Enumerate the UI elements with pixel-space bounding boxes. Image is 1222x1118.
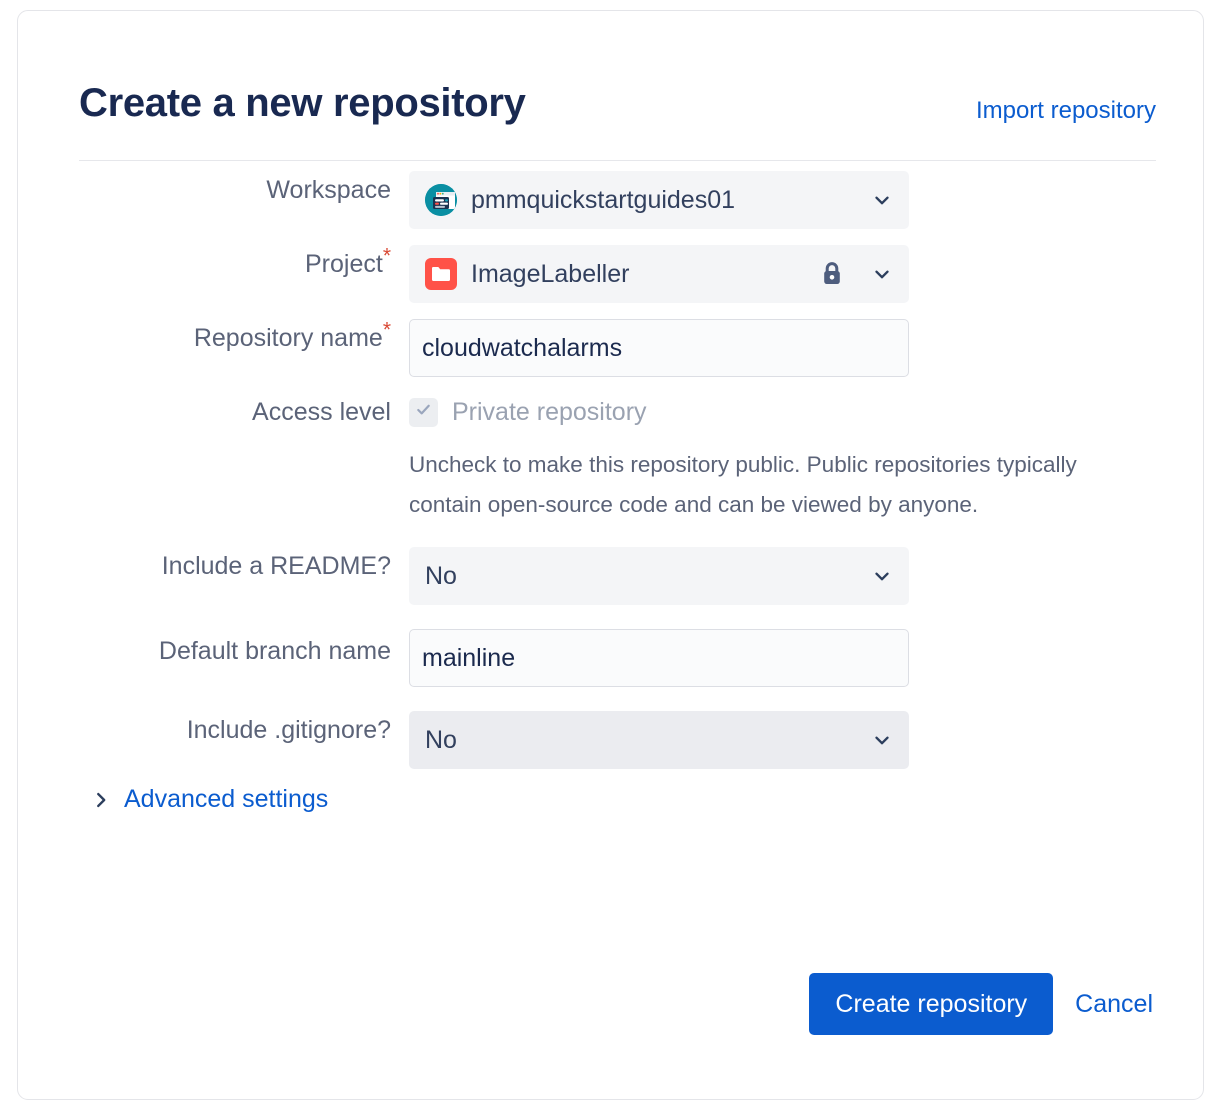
include-readme-label: Include a README?: [161, 552, 391, 580]
chevron-down-icon: [871, 263, 893, 285]
access-level-row: Access level Private repository Uncheck …: [18, 393, 1203, 525]
project-label-text: Project: [305, 250, 383, 278]
workspace-row: Workspace: [18, 171, 1203, 229]
cancel-button[interactable]: Cancel: [1075, 989, 1153, 1018]
default-branch-label: Default branch name: [158, 637, 391, 665]
repository-name-required-marker: *: [382, 318, 391, 342]
workspace-label: Workspace: [266, 176, 391, 204]
workspace-select[interactable]: pmmquickstartguides01: [409, 171, 909, 229]
project-required-marker: *: [382, 244, 391, 268]
lock-icon: [819, 260, 845, 288]
card-header: Create a new repository Import repositor…: [79, 71, 1156, 161]
include-readme-value: No: [425, 561, 457, 590]
repository-name-input[interactable]: cloudwatchalarms: [409, 319, 909, 377]
private-repository-checkbox-wrap[interactable]: Private repository: [409, 393, 1109, 431]
advanced-settings-label: Advanced settings: [124, 785, 329, 813]
private-repository-checkbox[interactable]: [409, 397, 438, 427]
repository-name-label: Repository name*: [18, 319, 409, 357]
create-repository-card: Create a new repository Import repositor…: [17, 10, 1204, 1100]
repository-name-row: Repository name* cloudwatchalarms: [18, 319, 1203, 377]
chevron-down-icon: [871, 729, 893, 751]
folder-icon: [425, 258, 457, 290]
include-gitignore-row: Include .gitignore? No: [18, 711, 1203, 769]
advanced-settings-toggle[interactable]: Advanced settings: [90, 785, 328, 814]
chevron-down-icon: [871, 189, 893, 211]
private-repository-label: Private repository: [452, 397, 647, 426]
chevron-right-icon: [90, 789, 112, 811]
create-repository-form: Workspace: [18, 171, 1203, 814]
check-icon: [414, 400, 433, 424]
include-readme-row: Include a README? No: [18, 547, 1203, 605]
access-level-helper-text: Uncheck to make this repository public. …: [409, 452, 1077, 517]
form-footer: Create repository Cancel: [809, 973, 1153, 1035]
include-gitignore-label: Include .gitignore?: [186, 716, 391, 744]
include-readme-select[interactable]: No: [409, 547, 909, 605]
repository-name-label-text: Repository name: [193, 324, 383, 352]
include-gitignore-value: No: [425, 725, 457, 754]
project-value: ImageLabeller: [471, 259, 630, 288]
repository-name-value: cloudwatchalarms: [422, 333, 623, 362]
page-title: Create a new repository: [79, 81, 526, 125]
chevron-down-icon: [871, 565, 893, 587]
workspace-value: pmmquickstartguides01: [471, 185, 736, 214]
project-label: Project*: [18, 245, 409, 283]
create-repository-button[interactable]: Create repository: [809, 973, 1054, 1035]
project-row: Project* ImageLabeller: [18, 245, 1203, 303]
default-branch-row: Default branch name mainline: [18, 629, 1203, 687]
default-branch-value: mainline: [422, 643, 516, 672]
workspace-avatar-icon: [425, 184, 457, 216]
access-level-label: Access level: [252, 398, 391, 426]
project-select[interactable]: ImageLabeller: [409, 245, 909, 303]
import-repository-link[interactable]: Import repository: [975, 97, 1156, 124]
include-gitignore-select[interactable]: No: [409, 711, 909, 769]
default-branch-input[interactable]: mainline: [409, 629, 909, 687]
